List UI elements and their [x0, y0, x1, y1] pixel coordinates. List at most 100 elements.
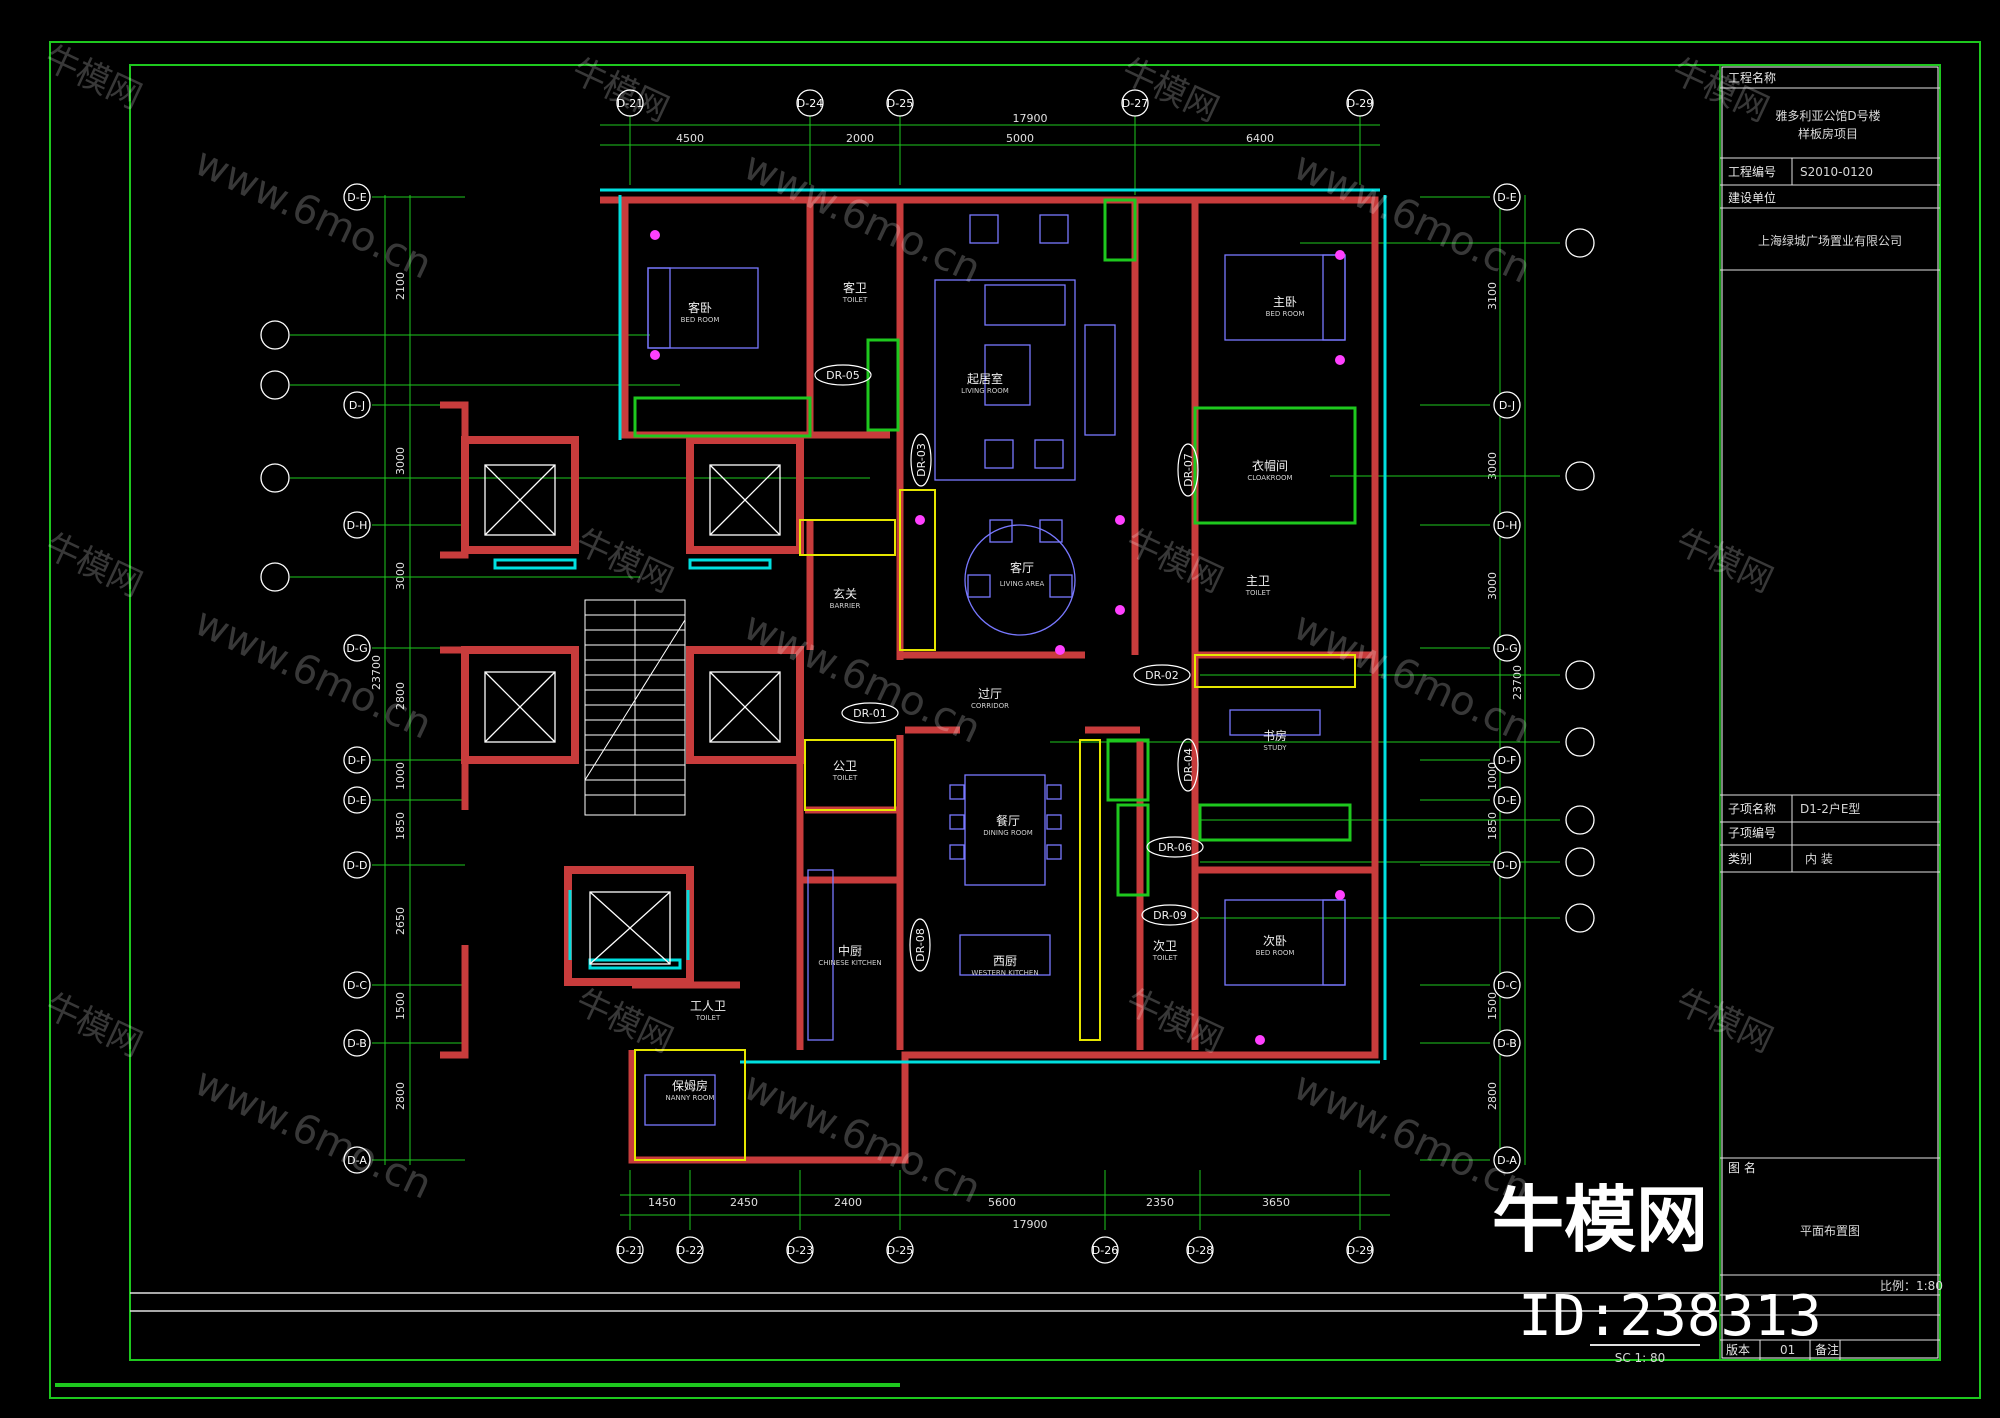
dim-left-seg: 1850	[394, 812, 407, 840]
project-name-line1: 雅多利亚公馆D号楼	[1775, 108, 1880, 123]
door-tag: DR-05	[826, 369, 860, 382]
watermark-text: 牛模网	[39, 986, 148, 1065]
dim-bottom-seg: 2400	[834, 1196, 862, 1209]
axis-label: D-D	[1497, 859, 1518, 872]
axis-bubble-bottom	[1346, 1236, 1374, 1264]
dimension-texts: 17900 4500 2000 5000 6400 17900 1450 245…	[370, 112, 1524, 1231]
axis-bubble-top	[796, 89, 824, 117]
room-label: 工人卫	[690, 999, 726, 1013]
room-label: 起居室	[967, 371, 1003, 386]
axis-label: D-29	[1347, 97, 1373, 110]
axis-bubble-top	[1121, 89, 1149, 117]
room-label: 过厅	[978, 687, 1002, 701]
dim-right-seg: 1000	[1486, 762, 1499, 790]
brand-id: ID:238313	[1518, 1284, 1821, 1349]
axis-bubbles: D-21 D-24 D-25 D-27 D-29 D-21 D-22 D-23 …	[260, 89, 1595, 1264]
scale-bar: SC 1: 80	[1590, 1344, 1700, 1365]
axis-bubble-bottom	[616, 1236, 644, 1264]
room-label: 主卫	[1246, 574, 1270, 588]
dimension-lines	[384, 124, 1526, 1216]
room-label: 餐厅	[996, 813, 1020, 828]
axis-label: D-C	[1497, 979, 1517, 992]
dim-top-seg: 5000	[1006, 132, 1034, 145]
dim-top-total: 17900	[1013, 112, 1048, 125]
room-label-en: CHINESE KITCHEN	[818, 959, 881, 967]
elevators	[484, 464, 781, 965]
dim-top-seg: 6400	[1246, 132, 1274, 145]
room-label: 中厨	[838, 943, 862, 958]
watermark-text: 牛模网	[1120, 982, 1229, 1061]
room-label-en: CLOAKROOM	[1247, 474, 1292, 482]
dim-bottom-total: 17900	[1013, 1218, 1048, 1231]
axis-label: D-B	[347, 1037, 367, 1050]
room-label-en: CORRIDOR	[971, 702, 1009, 710]
title-block: 工程名称 雅多利亚公馆D号楼 样板房项目 工程编号 S2010-0120 建设单…	[1719, 64, 1943, 1361]
axis-label: D-22	[677, 1244, 703, 1257]
fixtures	[650, 230, 1345, 1045]
watermark-url: www.6mo.cn	[737, 143, 988, 293]
axis-label: D-J	[1499, 399, 1515, 412]
door-tag: DR-04	[1182, 748, 1195, 782]
dim-left-seg: 3000	[394, 562, 407, 590]
dim-left-seg: 1000	[394, 762, 407, 790]
room-label: 西厨	[993, 954, 1017, 968]
unit-name-label: 子项名称	[1728, 801, 1776, 816]
room-label: 次卫	[1153, 939, 1177, 953]
room-label-en: TOILET	[832, 774, 858, 782]
axis-label: D-A	[1497, 1154, 1517, 1167]
door-tag: DR-01	[853, 707, 887, 720]
room-label-en: STUDY	[1263, 744, 1287, 752]
furniture	[644, 214, 1346, 1126]
dim-bottom-seg: 2450	[730, 1196, 758, 1209]
axis-label: D-H	[347, 519, 368, 532]
remark-label: 备注	[1815, 1342, 1839, 1357]
axis-label: D-21	[617, 1244, 643, 1257]
door-tag: DR-06	[1158, 841, 1192, 854]
watermark-text: 牛模网	[38, 38, 147, 117]
room-label: 公卫	[833, 759, 857, 773]
door-tag: DR-08	[914, 928, 927, 962]
project-name-label: 工程名称	[1728, 70, 1776, 85]
axis-label: D-E	[347, 794, 366, 807]
room-label-en: BED ROOM	[1256, 949, 1295, 957]
room-label-en: NANNY ROOM	[666, 1094, 715, 1102]
outer-frame	[49, 41, 1981, 1399]
axis-label: D-24	[797, 97, 823, 110]
windows	[493, 188, 1387, 1064]
axis-bubble-bottom	[1091, 1236, 1119, 1264]
room-label: 客卫	[843, 280, 867, 295]
watermark-text: 牛模网	[1670, 522, 1779, 601]
dim-left-seg: 2100	[394, 272, 407, 300]
room-label: 次卧	[1263, 934, 1287, 948]
dim-left-seg: 2800	[394, 682, 407, 710]
built-in-cabinets	[633, 198, 1357, 1161]
axis-label: D-H	[1497, 519, 1518, 532]
axis-bubble-top	[886, 89, 914, 117]
door-tag: DR-09	[1153, 909, 1187, 922]
version-label: 版本	[1726, 1343, 1750, 1357]
dim-left-seg: 2800	[394, 1082, 407, 1110]
axis-label: D-D	[347, 859, 368, 872]
axis-label: D-21	[617, 97, 643, 110]
dim-left-total: 23700	[370, 655, 383, 690]
staircase	[584, 599, 686, 816]
version-value: 01	[1780, 1343, 1795, 1357]
room-label: 书房	[1263, 728, 1287, 743]
door-tag: DR-07	[1182, 453, 1195, 487]
scale-bar-text: SC 1: 80	[1615, 1351, 1666, 1365]
axis-label: D-A	[347, 1154, 367, 1167]
axis-label: D-B	[1497, 1037, 1517, 1050]
room-label-en: LIVING AREA	[1000, 580, 1045, 588]
door-tag: DR-03	[915, 443, 928, 477]
room-label-en: WESTERN KITCHEN	[971, 969, 1038, 977]
axis-label: D-G	[1496, 642, 1517, 655]
axis-label: D-28	[1187, 1244, 1213, 1257]
room-label: 玄关	[833, 586, 857, 601]
axis-bubble-bottom	[886, 1236, 914, 1264]
dim-top-seg: 4500	[676, 132, 704, 145]
axis-bubble-top	[616, 89, 644, 117]
owner-name: 上海绿城广场置业有限公司	[1758, 233, 1902, 248]
axis-label: D-J	[349, 399, 365, 412]
dim-bottom-seg: 5600	[988, 1196, 1016, 1209]
